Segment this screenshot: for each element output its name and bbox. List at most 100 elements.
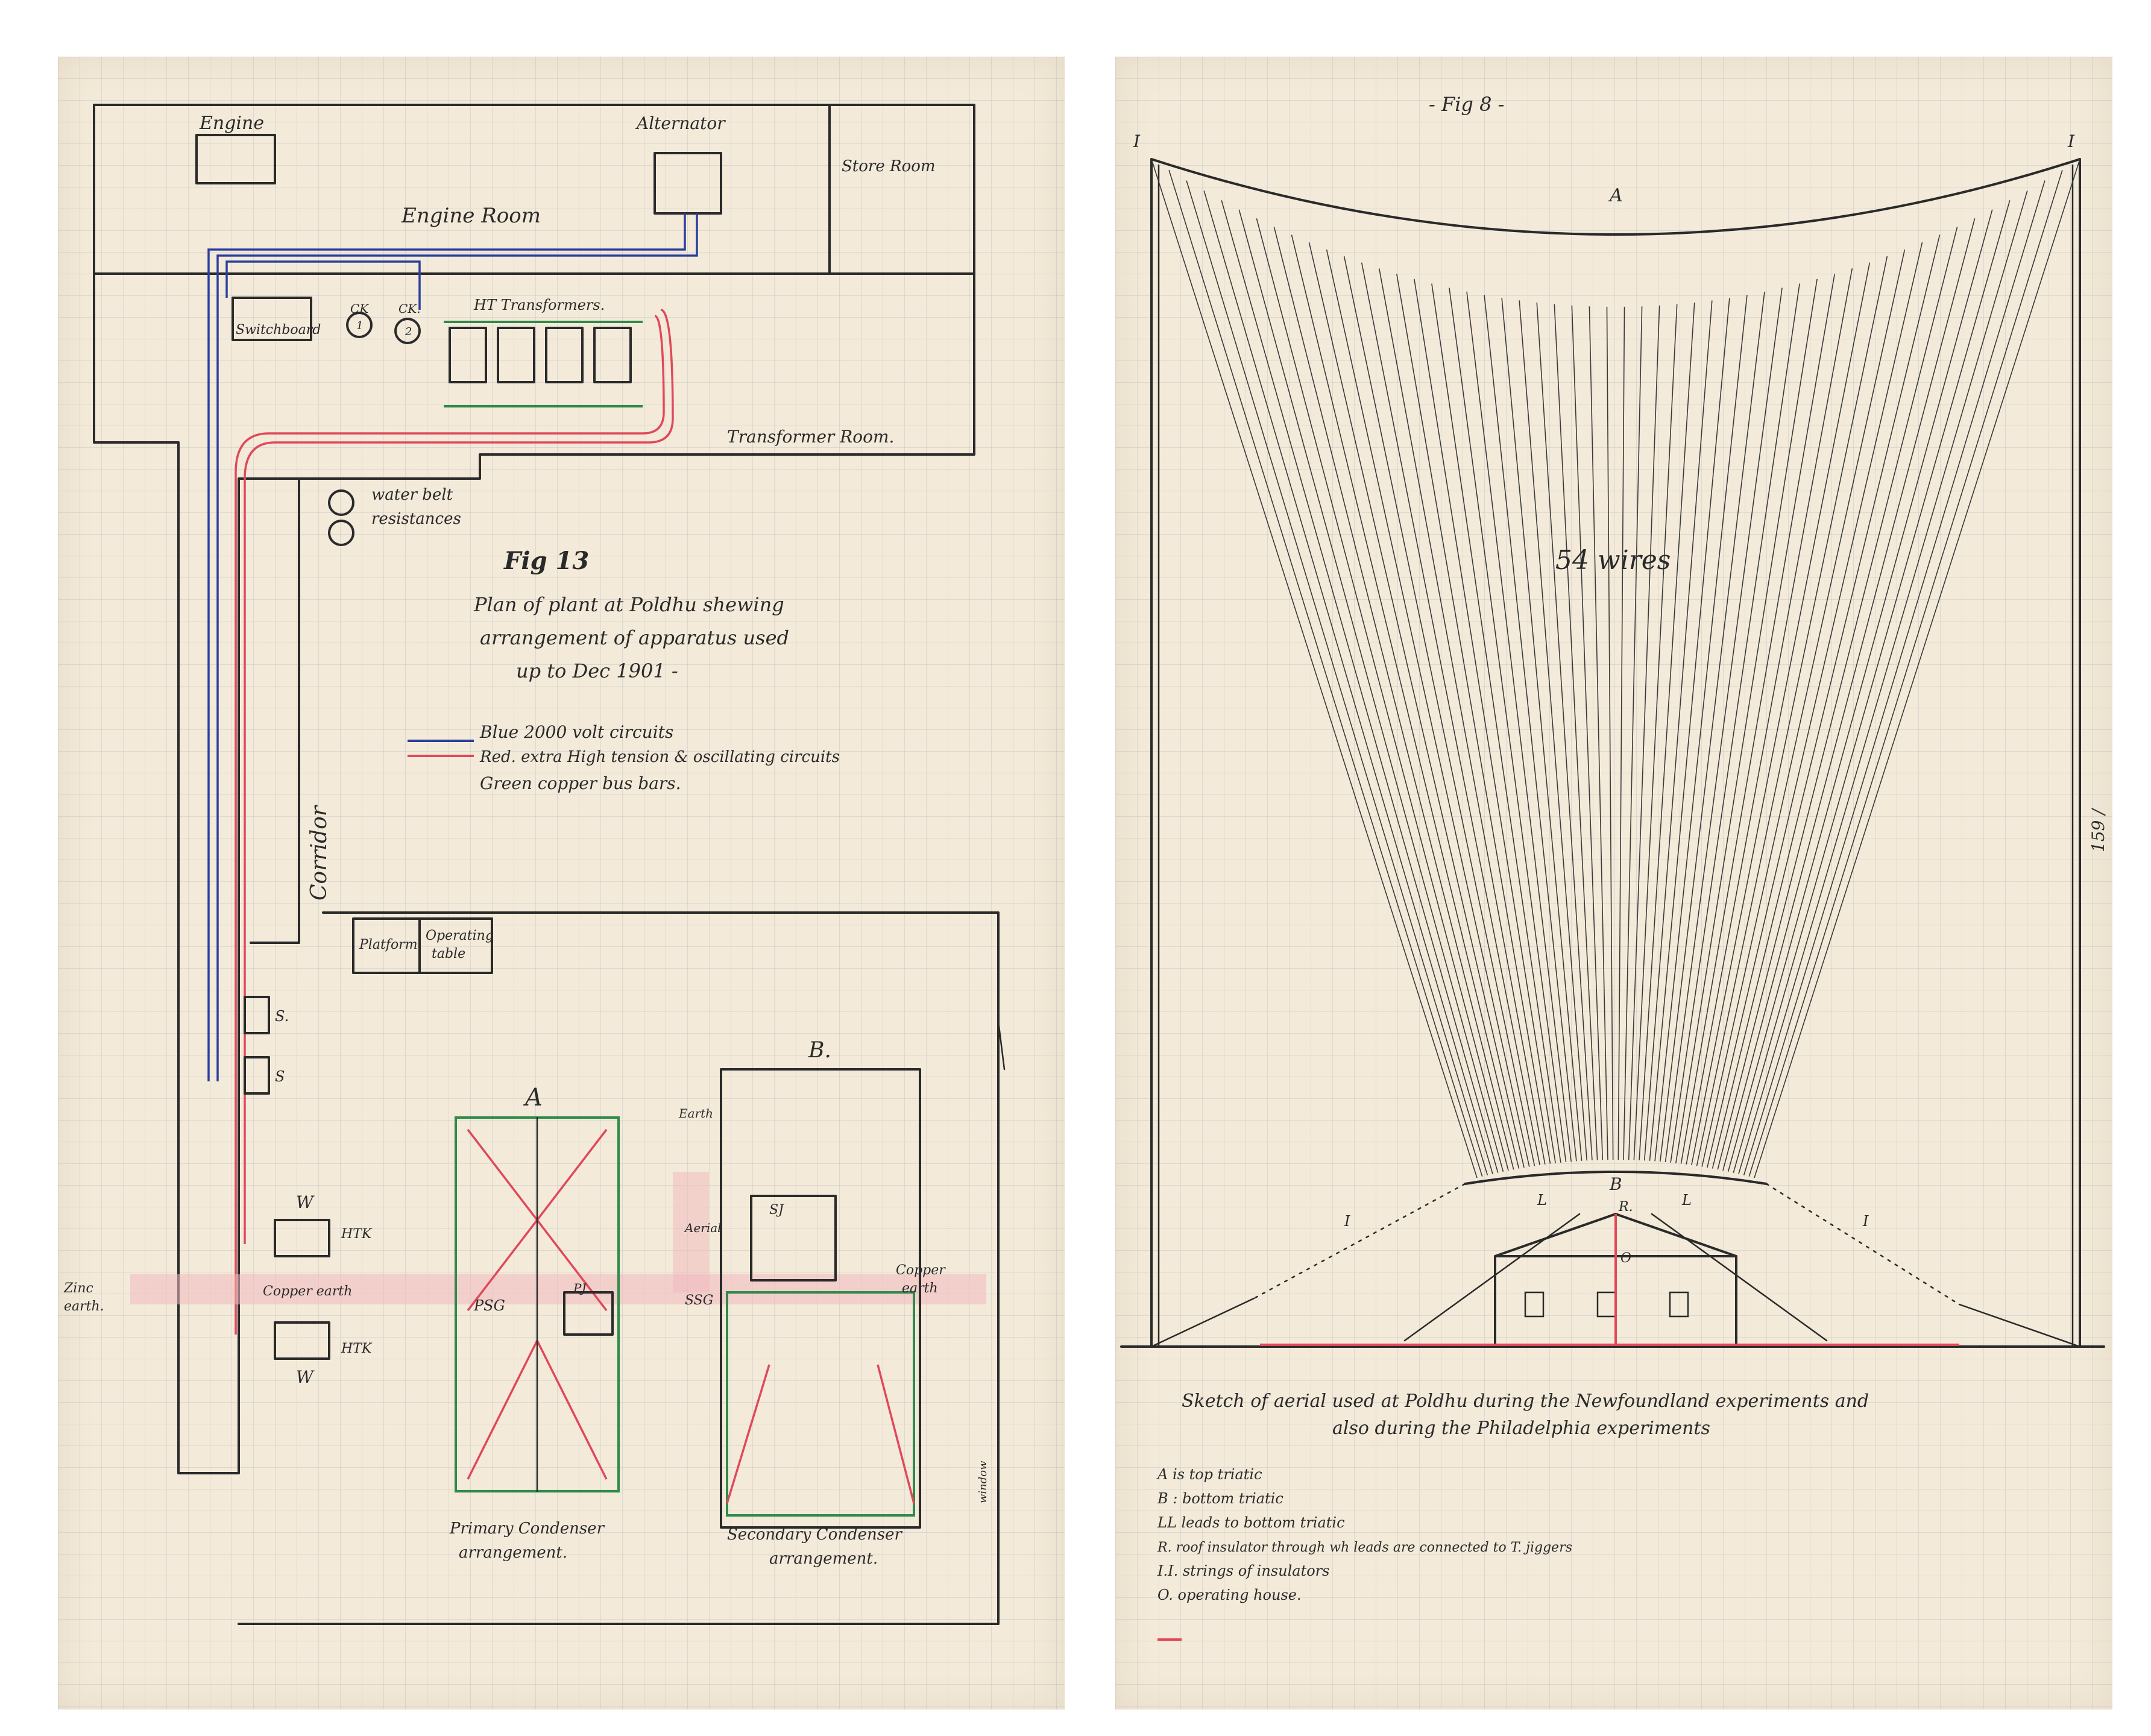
legend-red-text: Red. extra High tension & oscillating ci… (479, 748, 840, 766)
caption-line-3: up to Dec 1901 - (516, 659, 678, 682)
aerial-wire (1691, 262, 1871, 1166)
pj-label: PJ (573, 1281, 587, 1295)
switchboard-box (231, 297, 312, 341)
aerial-wire (1466, 291, 1572, 1162)
block-a-label: A (523, 1084, 543, 1112)
right-legend-5: I.I. strings of insulators (1157, 1562, 1329, 1579)
aerial-wire (1519, 300, 1588, 1161)
sj-label: SJ (769, 1203, 784, 1218)
primary-caption-1: Primary Condenser (449, 1520, 605, 1538)
aerial-wire (1343, 256, 1535, 1166)
aerial-wire (1501, 298, 1583, 1161)
left-notebook-page: Engine Alternator Store Room Engine Room… (58, 57, 1065, 1709)
aerial-wire (1291, 234, 1520, 1169)
caption-line-1: Plan of plant at Poldhu shewing (473, 593, 784, 616)
aerial-wire (1168, 169, 1483, 1177)
htk-2-label: HTK (341, 1341, 373, 1356)
legend-blue-text: Blue 2000 volt circuits (479, 722, 673, 742)
right-caption-1: Sketch of aerial used at Poldhu during t… (1182, 1391, 1869, 1412)
bottom-triatic-line (1464, 1171, 1768, 1185)
label-a: A (1608, 185, 1623, 206)
copper-earth-left-label: Copper earth (263, 1284, 352, 1299)
switch-s2-label: S (275, 1068, 285, 1085)
label-i-top-left: I (1133, 131, 1141, 151)
zinc-earth-label-2: earth. (64, 1299, 104, 1314)
aerial-wire (1554, 304, 1598, 1160)
aerial-wire (1733, 200, 2011, 1173)
caption-line-2: arrangement of apparatus used (480, 626, 789, 649)
aerial-wire (1151, 159, 1478, 1178)
primary-condenser-block (455, 1116, 620, 1492)
aerial-label: Aerial (684, 1221, 722, 1235)
platform-label: Platform (359, 937, 418, 952)
engine-room-outline (93, 104, 975, 1474)
right-notebook-page: - Fig 8 - A 54 wires B L L R. O I I I I … (1115, 57, 2112, 1709)
htk-1-label: HTK (341, 1227, 373, 1242)
aerial-wire (1707, 242, 1923, 1168)
store-room-label: Store Room (842, 157, 936, 175)
transformer-room-label: Transformer Room. (727, 427, 894, 447)
switch-s1-label: S. (275, 1008, 289, 1025)
label-r: R. (1618, 1200, 1633, 1215)
switchboard-label: Switchboard (236, 322, 321, 338)
aerial-wire (1449, 288, 1567, 1162)
ck2-choke (394, 318, 421, 344)
ck2-label: CK. (398, 301, 421, 316)
secondary-condenser-block (673, 1068, 921, 1529)
right-legend-4: R. roof insulator through wh leads are c… (1157, 1540, 1572, 1555)
aerial-wire (1701, 249, 1906, 1167)
aerial-wire (1606, 306, 1614, 1160)
water-belt-label: water belt (371, 486, 453, 504)
window-label: window (977, 1461, 989, 1503)
alternator-label: Alternator (635, 113, 726, 133)
aerial-wire (1628, 305, 1660, 1160)
wire-count-label: 54 wires (1555, 545, 1671, 576)
aerial-wire (1717, 227, 1958, 1170)
aerial-wire (1670, 283, 1800, 1163)
aerial-wire (1589, 306, 1608, 1160)
copper-earth-right-label-2: earth (902, 1281, 938, 1296)
legend-green-text: Green copper bus bars. (480, 773, 681, 793)
copper-earth-right-label-1: Copper (896, 1263, 946, 1278)
engine-box (195, 134, 276, 184)
operating-table-box (352, 917, 493, 974)
operating-table-label-2: table (432, 946, 465, 961)
aerial-wire (1686, 268, 1853, 1165)
primary-caption-2: arrangement. (459, 1544, 567, 1562)
aerial-wire (1654, 295, 1748, 1162)
right-legend-2: B : bottom triatic (1157, 1490, 1283, 1507)
label-i-top-right: I (2067, 131, 2075, 151)
aerial-wire (1696, 256, 1888, 1166)
w-coil-2 (274, 1321, 330, 1360)
aerial-wire (1571, 305, 1604, 1160)
aerial-wire (1722, 218, 1976, 1171)
right-legend-3: LL leads to bottom triatic (1157, 1514, 1345, 1531)
aerial-wire (1643, 300, 1713, 1161)
aerial-wire (1238, 209, 1504, 1172)
red-ht-circuit (235, 309, 674, 1335)
aerial-wire (1623, 306, 1643, 1160)
aerial-wire (1743, 180, 2045, 1175)
resistances-label: resistances (371, 510, 461, 528)
aerial-wire (1617, 306, 1625, 1160)
engine-room-label: Engine Room (401, 204, 541, 228)
aerial-wire (1649, 298, 1730, 1161)
fig-title: Fig 13 (503, 547, 589, 575)
ck2-number: 2 (405, 326, 412, 338)
corridor-wall (250, 477, 300, 944)
aerial-sketch-drawing: - Fig 8 - A 54 wires B L L R. O I I I I … (1120, 93, 2108, 1641)
top-triatic-line (1150, 158, 2081, 236)
label-b: B (1609, 1174, 1622, 1194)
right-caption-2: also during the Philadelphia experiments (1332, 1418, 1710, 1439)
aerial-wire (1659, 291, 1765, 1162)
zinc-earth-label-1: Zinc (63, 1281, 93, 1296)
aerial-wire (1221, 200, 1499, 1173)
aerial-wire (1754, 159, 2080, 1178)
aerial-wire (1431, 283, 1561, 1163)
water-resistance-1 (328, 489, 354, 516)
aerial-wire (1664, 288, 1783, 1162)
aerial-wire (1738, 190, 2028, 1174)
aerial-wire (1273, 227, 1514, 1170)
ht-transformers (444, 321, 643, 407)
plant-plan-drawing: Engine Alternator Store Room Engine Room… (63, 104, 1006, 1625)
